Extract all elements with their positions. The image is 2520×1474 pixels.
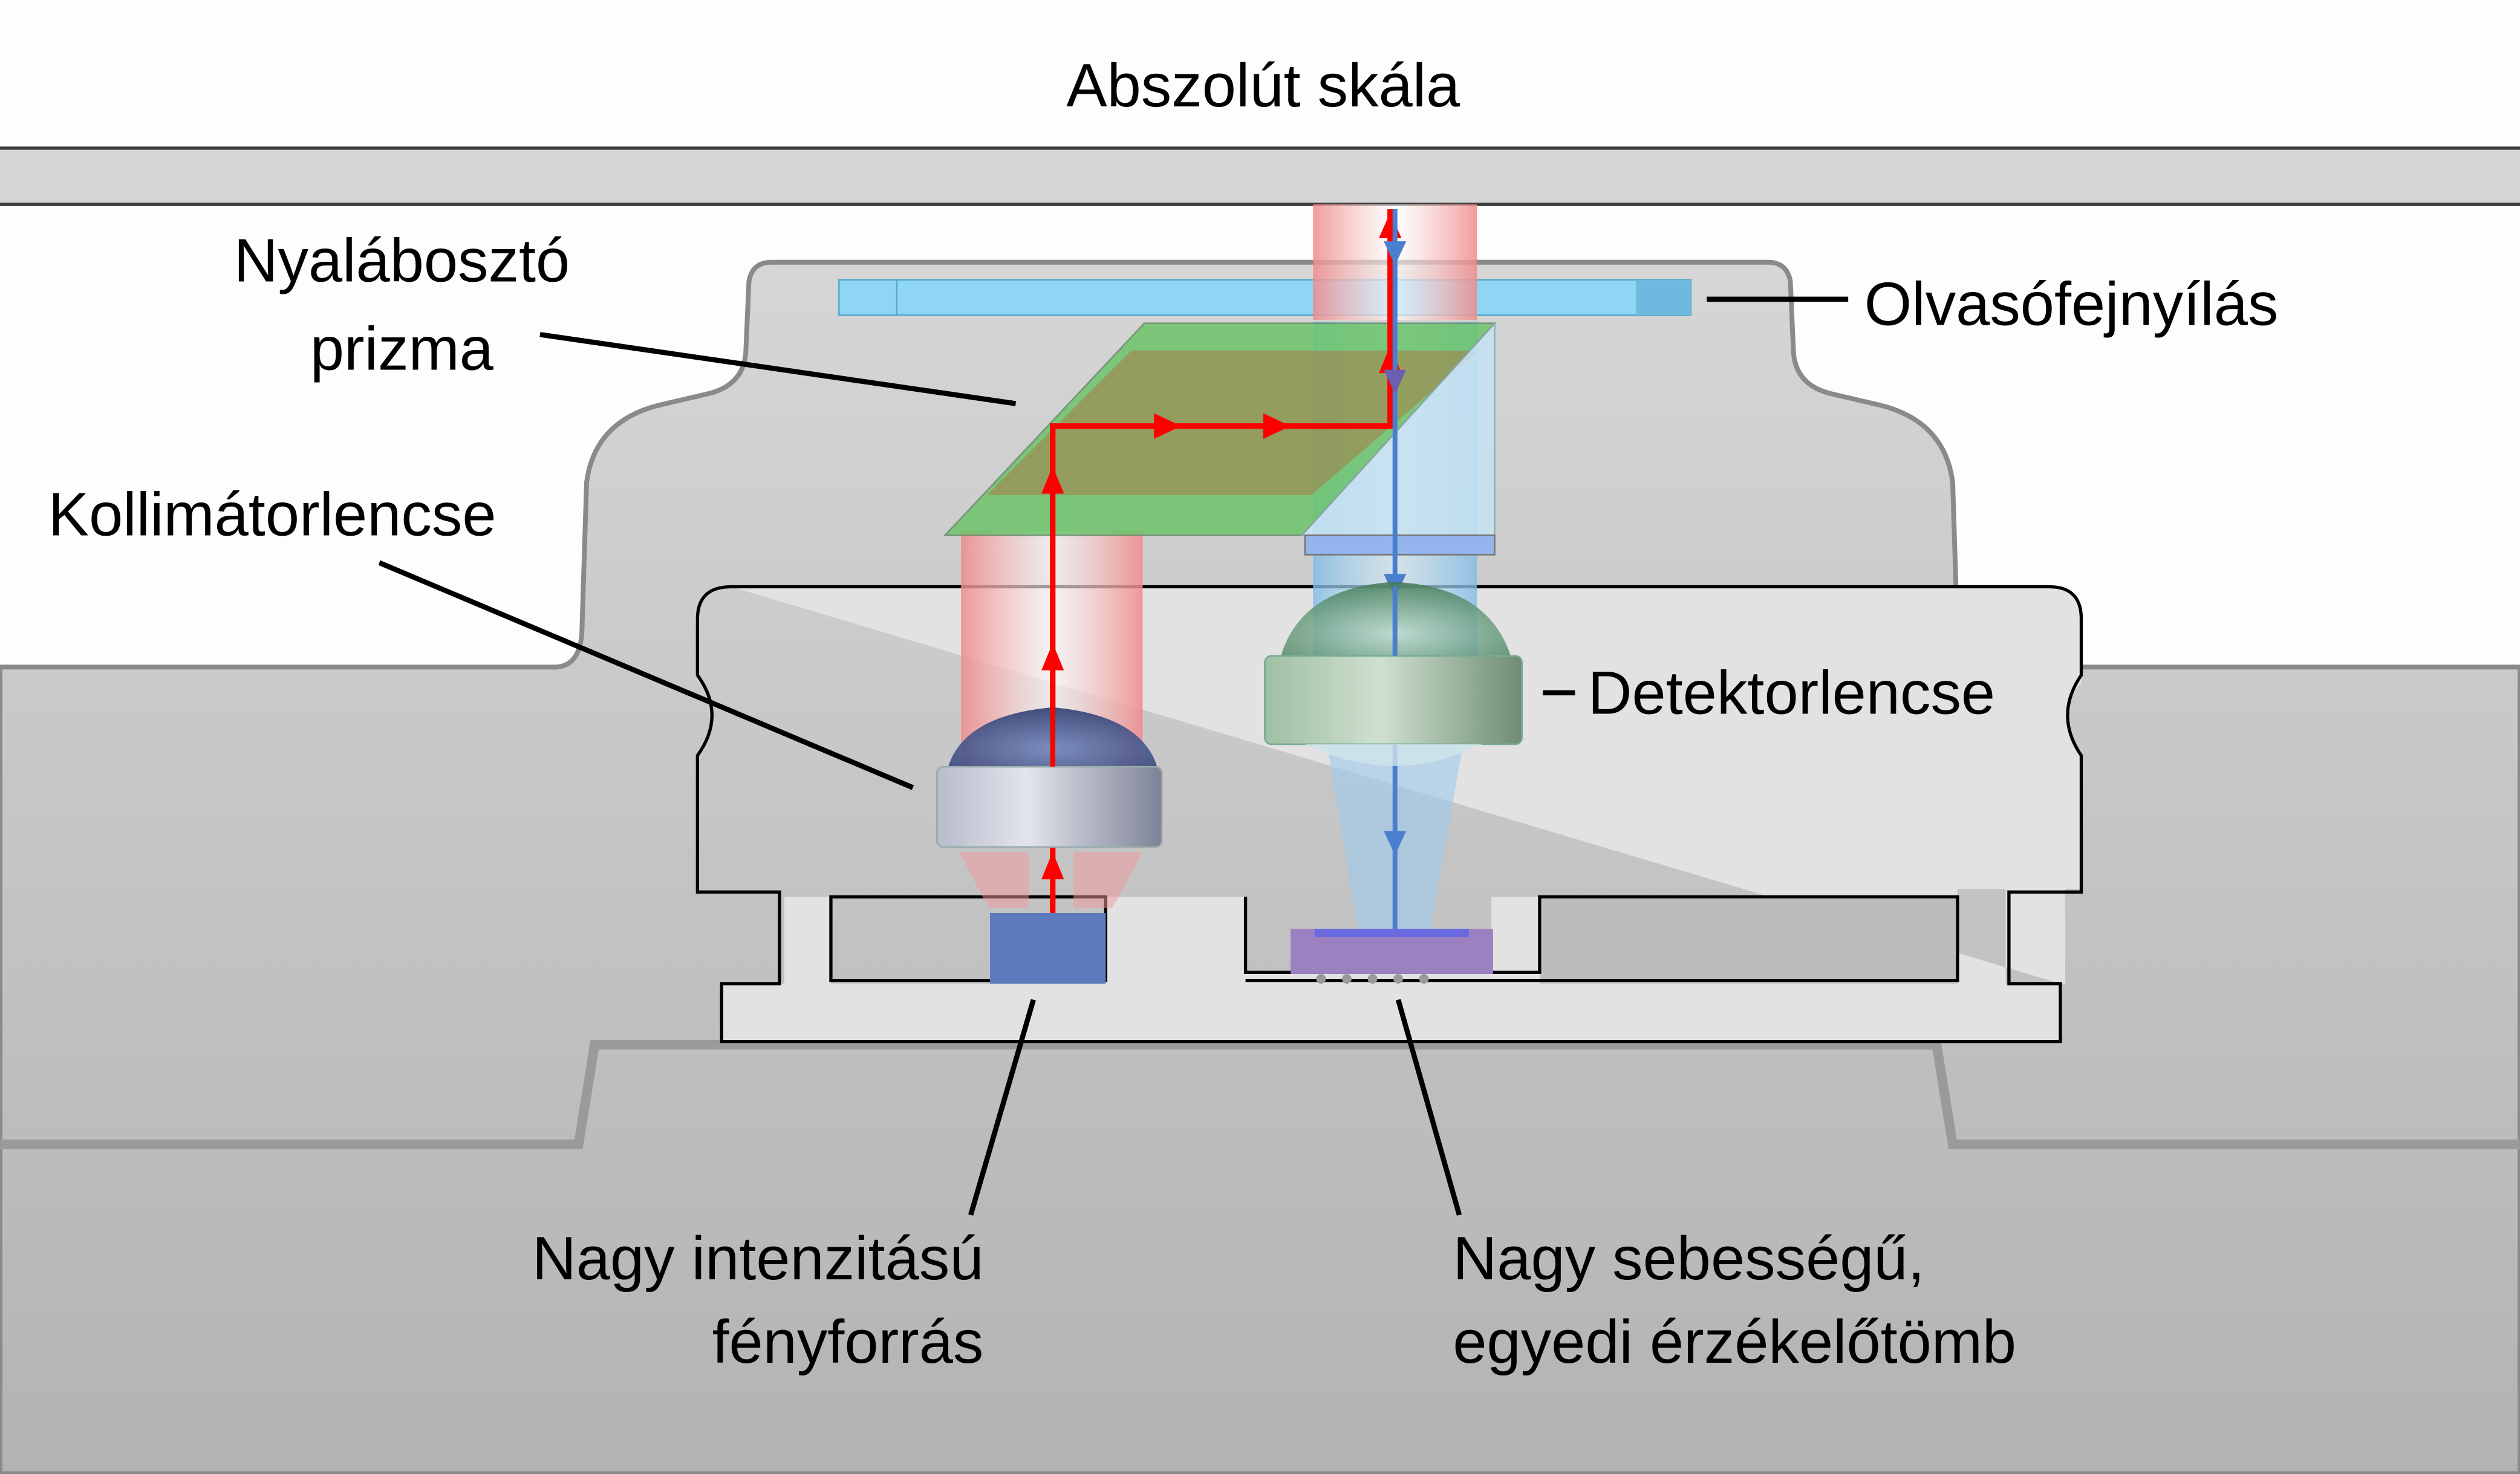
emitted-ray [1041, 209, 1402, 917]
arrow-right-icon [1263, 413, 1291, 440]
leader-beam-splitter [539, 332, 1017, 406]
arrow-up-icon [1041, 852, 1064, 880]
inner-cavity [721, 586, 2082, 1042]
collimator-lens [936, 707, 1163, 848]
label-detector-array-line1: Nagy sebességű, [1453, 1225, 1924, 1293]
arrow-down-icon [1384, 241, 1407, 266]
label-light-source-line2: fényforrás [712, 1308, 983, 1376]
arrow-right-icon [1154, 413, 1182, 440]
absolute-scale [0, 146, 2520, 206]
arrow-up-icon [1041, 643, 1064, 670]
leader-detector-array [1395, 999, 1462, 1216]
label-readhead-window: Olvasófejnyílás [1864, 270, 2279, 338]
label-collimator-lens: Kollimátorlencse [48, 481, 497, 548]
label-light-source-line1: Nagy intenzitású [532, 1225, 983, 1293]
leader-collimator [378, 560, 914, 790]
detector-array [1290, 929, 1493, 984]
detector-lens [1264, 582, 1523, 766]
label-beam-splitter-line2: prizma [310, 316, 494, 383]
arrow-down-icon [1384, 369, 1407, 394]
leader-light-source [968, 999, 1036, 1216]
readhead-window [838, 279, 1692, 316]
arrow-up-icon [1041, 466, 1064, 494]
label-detector-array-line2: egyedi érzékelőtömb [1453, 1308, 2016, 1376]
beam-splitter-prism [943, 321, 1497, 556]
title: Abszolút skála [1066, 52, 1460, 120]
arrow-down-icon [1384, 831, 1407, 856]
light-source [990, 912, 1106, 984]
label-beam-splitter-line1: Nyalábosztó [234, 227, 570, 295]
label-detector-lens: Detektorlencse [1588, 659, 1995, 727]
